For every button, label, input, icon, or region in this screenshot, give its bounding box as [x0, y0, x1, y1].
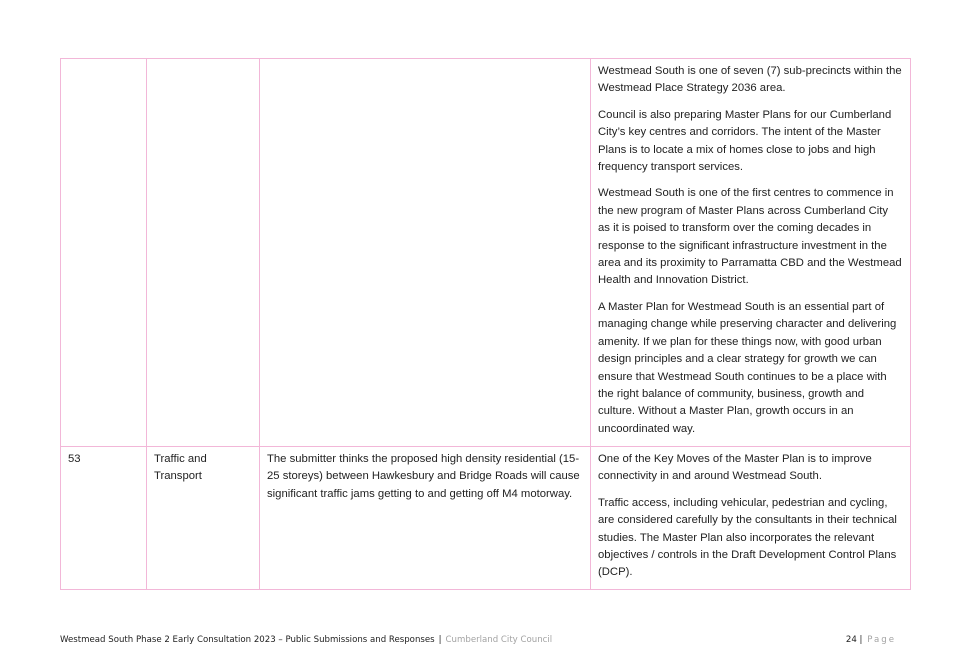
response-paragraph: Traffic access, including vehicular, ped…: [598, 496, 897, 579]
response-paragraph: A Master Plan for Westmead South is an e…: [598, 300, 897, 435]
response-cell: One of the Key Moves of the Master Plan …: [590, 446, 911, 590]
submission-cell: [259, 58, 591, 447]
submissions-table-container: Westmead South is one of seven (7) sub-p…: [60, 58, 911, 590]
footer-document-info: Westmead South Phase 2 Early Consultatio…: [60, 633, 552, 647]
submission-number-cell: 53: [60, 446, 147, 590]
table-row: Westmead South is one of seven (7) sub-p…: [60, 58, 911, 447]
footer-separator: |: [438, 635, 442, 645]
table-row: 53 Traffic and Transport The submitter t…: [60, 446, 911, 590]
page-separator: |: [859, 635, 863, 645]
response-paragraph: Westmead South is one of the first centr…: [598, 187, 902, 287]
page-number: 24: [845, 635, 857, 645]
footer-council-name: Cumberland City Council: [445, 635, 553, 645]
footer-page-info: 24 | Page: [846, 633, 896, 647]
response-paragraph: Council is also preparing Master Plans f…: [598, 108, 892, 174]
submission-cell: The submitter thinks the proposed high d…: [259, 446, 591, 590]
page-footer: Westmead South Phase 2 Early Consultatio…: [60, 632, 896, 648]
page-label: Page: [867, 635, 896, 645]
theme-cell: [146, 58, 260, 447]
theme-cell: Traffic and Transport: [146, 446, 260, 590]
submissions-table: Westmead South is one of seven (7) sub-p…: [60, 58, 911, 590]
response-cell: Westmead South is one of seven (7) sub-p…: [590, 58, 911, 447]
footer-document-title: Westmead South Phase 2 Early Consultatio…: [60, 635, 435, 645]
response-paragraph: One of the Key Moves of the Master Plan …: [598, 453, 872, 483]
response-paragraph: Westmead South is one of seven (7) sub-p…: [598, 65, 902, 95]
submission-number-cell: [60, 58, 147, 447]
